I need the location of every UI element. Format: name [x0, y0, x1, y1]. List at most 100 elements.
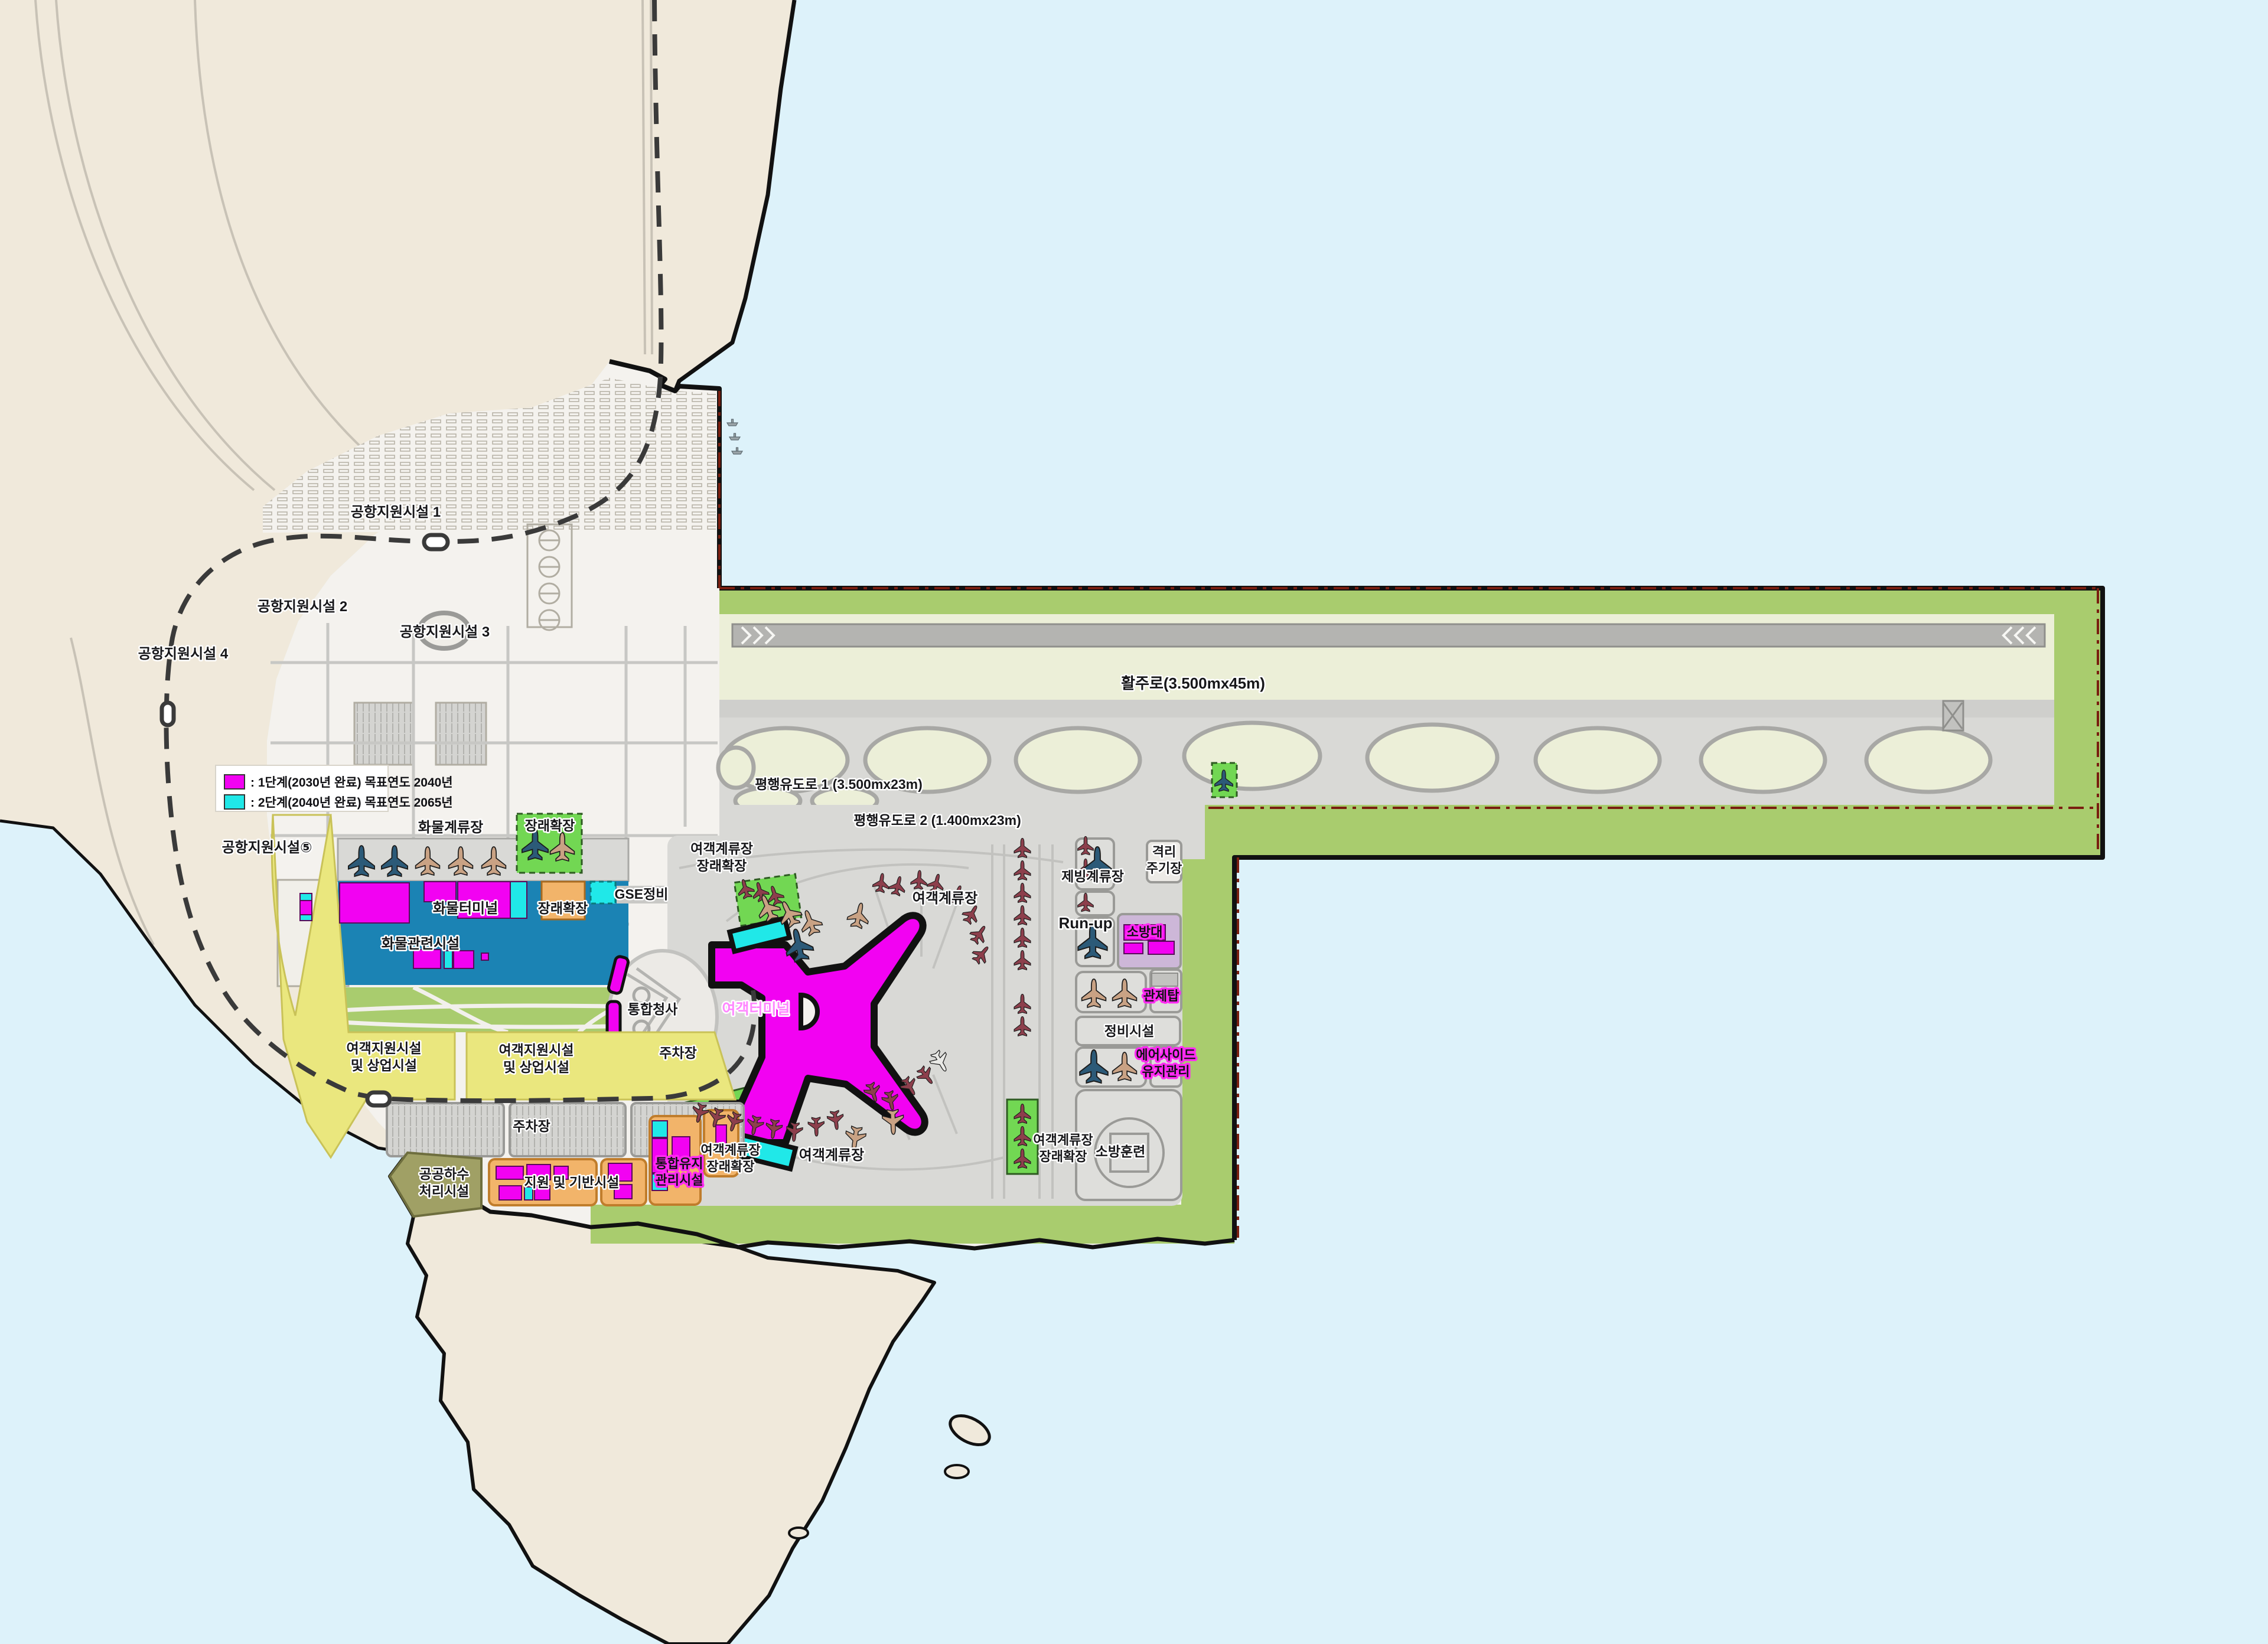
taxi-island	[716, 745, 756, 790]
label-airport-support-3: 공항지원시설 3	[400, 624, 490, 640]
phase1-building	[339, 882, 410, 924]
phase2-building	[524, 1186, 533, 1201]
phase1-building	[608, 1163, 633, 1182]
label-fire-training: 소방훈련	[1096, 1144, 1146, 1159]
phase1-building	[715, 1124, 727, 1149]
taxi-island	[1014, 726, 1142, 794]
phase1-building	[534, 1185, 550, 1201]
taxi-island	[1533, 726, 1662, 794]
label-cargo-terminal: 화물터미널	[433, 901, 498, 916]
island-3	[788, 1526, 809, 1539]
cargo-apron-expansion-zone	[516, 813, 583, 874]
label-deicing-apron: 제빙계류장	[1061, 869, 1124, 884]
label-parallel-taxiway-1: 평행유도로 1 (3.500mx23m)	[755, 777, 923, 792]
phase1-building	[526, 1164, 551, 1180]
label-parallel-taxiway-2: 평행유도로 2 (1.400mx23m)	[853, 813, 1021, 828]
taxi-island	[1864, 726, 1993, 794]
tank-farm	[526, 523, 573, 631]
runway-pavement	[731, 623, 2046, 648]
label-cargo-related-facilities: 화물관련시설	[382, 936, 460, 952]
label-passenger-terminal: 여객터미널	[722, 1001, 790, 1017]
label-pax-apron-south: 여객계류장	[799, 1147, 864, 1163]
phase1-building	[553, 1166, 569, 1180]
label-cargo-apron-expansion: 장래확장	[525, 818, 575, 833]
legend-swatch-phase-1	[224, 774, 245, 790]
map-labels: 공항지원시설 1 공항지원시설 2 공항지원시설 3 공항지원시설 4 공항지원시설⑤ 활…	[136, 503, 1266, 1201]
rail-stations	[159, 533, 450, 1108]
label-control-tower: 관제탑	[1143, 989, 1179, 1003]
taxi-island	[1182, 720, 1322, 791]
support-1-parking-hatch	[263, 378, 716, 533]
label-gse-maintenance: GSE정비	[615, 886, 669, 902]
label-airport-support-1: 공항지원시설 1	[351, 504, 441, 520]
phase1-building	[457, 881, 519, 919]
terminal-phase2-north	[726, 915, 793, 954]
taxi-island	[1365, 722, 1500, 793]
label-integrated-building: 통합청사	[628, 1002, 678, 1017]
gse-label-chip	[617, 886, 667, 903]
label-parking-south: 주차장	[513, 1118, 550, 1134]
phase2-building	[651, 1173, 668, 1191]
parallel-taxiway-1	[719, 700, 2054, 717]
phase1-building	[1123, 924, 1166, 941]
label-runway: 활주로(3.500mx45m)	[1121, 674, 1265, 692]
phase1-building	[614, 1184, 633, 1199]
railway-dashed	[164, 0, 757, 1104]
label-maintenance-facility: 정비시설	[1104, 1023, 1155, 1039]
label-cargo-terminal-expansion: 장래확장	[538, 901, 588, 916]
legend: : 1단계(2030년 완료) 목표연도 2040년 : 2단계(2040년 완료…	[215, 765, 453, 812]
label-airport-support-5: 공항지원시설⑤	[222, 840, 312, 856]
island-1	[949, 1414, 991, 1446]
terminal-notch	[799, 992, 820, 1031]
phase1-building	[413, 949, 441, 969]
taxi-islands	[716, 720, 1993, 816]
label-run-up: Run-up	[1059, 914, 1113, 932]
phase2-building	[299, 893, 312, 901]
land-north	[0, 0, 794, 1153]
phase2-building	[651, 1120, 668, 1138]
control-tower-building	[1151, 973, 1178, 987]
commercial-zone-east	[465, 1031, 737, 1101]
blast-pad-x	[1942, 702, 1963, 729]
phase1-building	[453, 950, 474, 969]
island-2	[944, 1464, 970, 1479]
south-green-strip	[591, 1205, 1234, 1244]
legend-label-phase-2: : 2단계(2040년 완료) 목표연도 2065년	[250, 796, 453, 810]
phase1-building	[1148, 941, 1175, 955]
phase2-building	[299, 914, 312, 921]
gse-phase2-box	[589, 880, 617, 905]
stadium	[417, 611, 471, 651]
land-roads	[34, 0, 653, 945]
phase-buildings	[299, 881, 1175, 1201]
phase1-building	[672, 1136, 690, 1167]
sea-inlet	[1239, 861, 2268, 1644]
phase1-building	[651, 1138, 668, 1173]
runway-zone	[716, 588, 2103, 1241]
phase2-building	[444, 950, 453, 969]
phase1-building	[423, 881, 457, 902]
phase1-building	[496, 1166, 524, 1180]
label-fire-station: 소방대	[1127, 925, 1163, 940]
label-airport-support-4: 공항지원시설 4	[138, 646, 229, 662]
phase1-building	[1123, 942, 1143, 954]
taxi-island	[1699, 726, 1827, 794]
phase1-building	[498, 1185, 522, 1201]
reclaim-boundary	[718, 391, 2099, 1238]
loop-circle-1	[632, 986, 651, 1005]
phase1-building	[481, 953, 489, 961]
sewage-zone	[388, 1151, 483, 1218]
label-airport-support-2: 공항지원시설 2	[258, 599, 348, 615]
label-support-infrastructure: 지원 및 기반시설	[524, 1175, 620, 1190]
label-parking-terminal: 주차장	[659, 1045, 696, 1061]
legend-label-phase-1: : 1단계(2030년 완료) 목표연도 2040년	[250, 776, 453, 790]
